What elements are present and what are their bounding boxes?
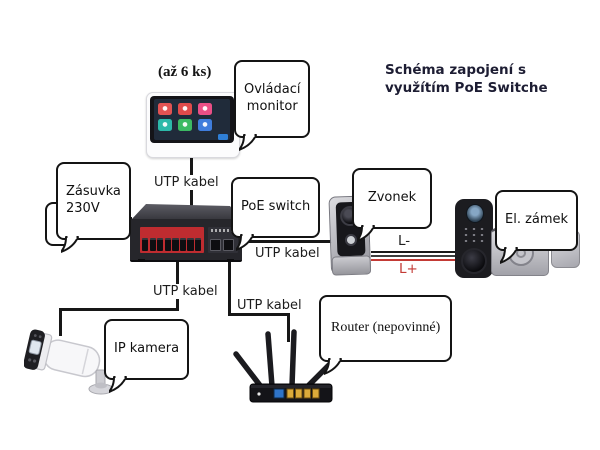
callout-tail [239, 133, 257, 151]
app-tile-icon [178, 103, 192, 115]
monitor-screen-chip [218, 134, 228, 140]
callout-zasuvka-label: Zásuvka 230V [66, 183, 121, 216]
router-lan-port [286, 388, 294, 399]
camera-lens-icon [28, 339, 42, 355]
callout-tail [236, 233, 254, 251]
poe-switch-device [130, 204, 242, 262]
switch-ports [142, 238, 202, 251]
lock-knob [461, 248, 487, 274]
rj45-port [179, 238, 187, 251]
utp-label-doorbell: UTP kabel [255, 246, 320, 261]
callout-el-zamek-label: El. zámek [505, 211, 569, 227]
doorbell-button [344, 233, 358, 247]
callout-poe-switch: PoE switch [231, 177, 321, 251]
cable-switch-to-camera-v2 [59, 308, 62, 336]
switch-top-face [130, 204, 242, 221]
callout-el-zamek: El. zámek [495, 190, 579, 264]
callout-poe-switch-label: PoE switch [241, 198, 311, 214]
diagram-title: Schéma zapojení s využítím PoE Switche [385, 62, 548, 96]
callout-ip-kamera: IP kamera [104, 319, 190, 393]
monitor-device [146, 90, 240, 158]
rj45-port [157, 238, 164, 251]
lock-keypad-unit [455, 199, 493, 278]
app-tile-icon [178, 119, 192, 131]
wire-negative [371, 251, 456, 253]
callout-tail [61, 235, 79, 253]
rj45-port [172, 238, 179, 251]
router-lan-port [303, 388, 311, 399]
callout-tail [324, 357, 342, 375]
wire-negative-label: L- [398, 233, 411, 249]
rj45-port [195, 238, 202, 251]
cable-switch-to-router-h [228, 313, 290, 316]
wire-positive [371, 258, 456, 261]
router-led [257, 392, 261, 396]
app-tile-icon [198, 119, 212, 131]
router-antenna [233, 351, 265, 391]
utp-label-router: UTP kabel [234, 298, 305, 313]
callout-zasuvka: Zásuvka 230V [56, 162, 131, 253]
callout-router: Router (nepovinné) [319, 295, 453, 375]
rj45-port [187, 238, 194, 251]
ip-camera-device [24, 329, 114, 395]
utp-label-monitor: UTP kabel [151, 175, 222, 190]
rj45-port [149, 238, 156, 251]
switch-port-panel [140, 227, 204, 253]
callout-zvonek: Zvonek [352, 168, 432, 242]
app-tile-icon [158, 103, 172, 115]
lock-keypad-buttons [462, 226, 486, 246]
callout-tail [357, 224, 375, 242]
callout-zvonek-label: Zvonek [367, 189, 417, 205]
callout-router-label: Router (nepovinné) [331, 320, 441, 336]
switch-front-face [130, 219, 242, 262]
callout-ovladaci-monitor: Ovládací monitor [234, 60, 311, 151]
cable-switch-to-camera-h [59, 308, 179, 311]
switch-uplink-text [211, 229, 235, 232]
cable-switch-to-router-v1 [228, 256, 231, 316]
rj45-uplink-port [223, 239, 234, 251]
callout-ovladaci-monitor-label: Ovládací monitor [244, 81, 301, 114]
router-wan-port [273, 388, 285, 399]
switch-uplink-ports [210, 239, 234, 251]
router-lan-port [312, 388, 320, 399]
monitor-app-grid [158, 103, 226, 135]
wire-positive-label: L+ [399, 261, 418, 277]
callout-tail [500, 246, 518, 264]
monitor-quantity-label: (až 6 ks) [158, 64, 212, 80]
wire-negative-2 [371, 255, 456, 257]
callout-tail [109, 375, 127, 393]
rj45-uplink-port [210, 239, 221, 251]
router-lan-port [295, 388, 303, 399]
router-antenna [289, 329, 297, 389]
router-antenna [265, 331, 275, 389]
doorbell-base [331, 255, 372, 276]
rj45-port [164, 238, 171, 251]
switch-foot [138, 259, 145, 262]
cable-switch-to-doorbell [242, 240, 332, 243]
switch-foot [227, 259, 234, 262]
callout-ip-kamera-label: IP kamera [114, 340, 180, 356]
utp-label-camera: UTP kabel [150, 284, 221, 299]
fingerprint-sensor-icon [466, 204, 484, 223]
cable-switch-to-router-v2 [287, 313, 290, 342]
rj45-port [142, 238, 149, 251]
app-tile-icon [158, 119, 172, 131]
app-tile-icon [198, 103, 212, 115]
